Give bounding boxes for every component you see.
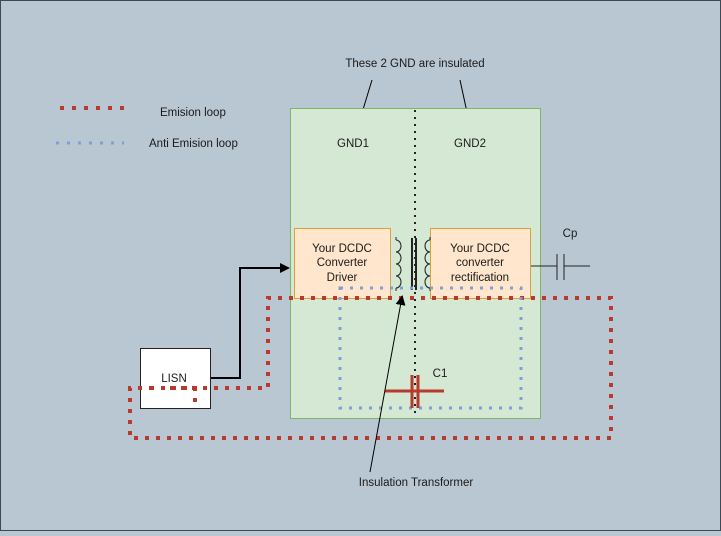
transformer-label: Insulation Transformer xyxy=(359,477,474,489)
transformer-label-arrow xyxy=(369,295,406,473)
cp-capacitor-icon xyxy=(531,254,590,280)
driver-box-line1: Your DCDC xyxy=(312,243,372,255)
rect-box-line2: converter xyxy=(456,257,504,269)
lisn-to-driver-arrow xyxy=(211,263,290,379)
c1-label: C1 xyxy=(433,368,448,380)
lisn-label: LISN xyxy=(161,373,187,385)
transformer-icon xyxy=(395,237,431,291)
rect-box-line3: rectification xyxy=(451,272,509,284)
legend-anti-emission-label: Anti Emision loop xyxy=(149,138,238,150)
rect-box-line1: Your DCDC xyxy=(450,243,510,255)
gnd1-label: GND1 xyxy=(337,138,369,150)
gnd2-label: GND2 xyxy=(454,138,486,150)
driver-box-line2: Converter xyxy=(317,257,368,269)
cp-label: Cp xyxy=(563,228,578,240)
legend-emission-label: Emision loop xyxy=(160,107,226,119)
c1-capacitor-icon xyxy=(385,375,444,408)
lisn-box xyxy=(140,348,211,409)
driver-box-line3: Driver xyxy=(327,272,358,284)
insulated-note: These 2 GND are insulated xyxy=(345,58,484,70)
emission-loop xyxy=(128,296,613,440)
anti-emission-loop xyxy=(338,286,523,410)
